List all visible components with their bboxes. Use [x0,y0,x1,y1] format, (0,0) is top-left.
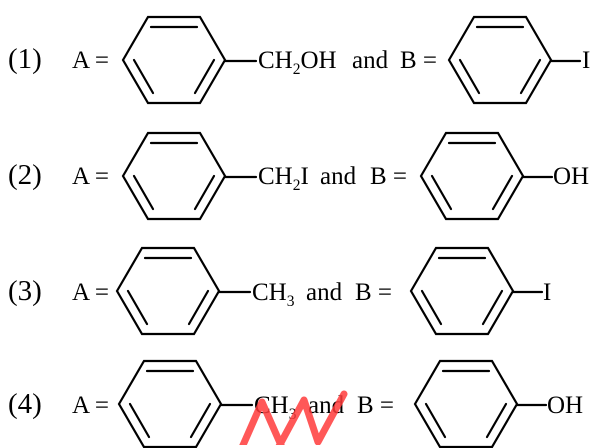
a-label: A = [72,163,110,190]
benzene-ring-icon [419,131,525,221]
benzene-ring-icon [121,131,227,221]
a-substituent: CH3 [252,279,295,310]
option-number: (4) [8,388,42,420]
benzene-ring-icon [413,359,519,448]
option-number: (1) [8,43,42,75]
and-connector: and [320,163,357,190]
b-substituent: OH [553,163,590,190]
bond-line [511,290,544,294]
and-connector: and [306,279,343,306]
benzene-ring-icon [115,246,221,336]
option-number: (2) [8,159,42,191]
option-number: (3) [8,275,42,307]
b-label: B = [355,279,393,306]
benzene-ring-icon [447,15,553,105]
bond-line [515,403,548,407]
b-label: B = [370,163,408,190]
benzene-ring-icon [121,15,227,105]
bond-line [219,403,254,407]
benzene-ring-icon [409,246,515,336]
and-connector: and [352,47,389,74]
watermark-logo [222,382,352,445]
a-label: A = [72,392,110,419]
a-substituent: CH2I [258,163,309,194]
b-label: B = [357,392,395,419]
benzene-ring-icon [117,359,223,448]
b-substituent: I [582,47,591,74]
b-substituent: OH [547,392,584,419]
a-substituent: CH2OH [258,47,337,78]
b-label: B = [400,47,438,74]
b-substituent: I [543,279,552,306]
bond-line [549,59,582,63]
a-label: A = [72,47,110,74]
bond-line [223,175,258,179]
a-label: A = [72,279,110,306]
bond-line [521,175,554,179]
bond-line [223,59,258,63]
bond-line [217,290,252,294]
